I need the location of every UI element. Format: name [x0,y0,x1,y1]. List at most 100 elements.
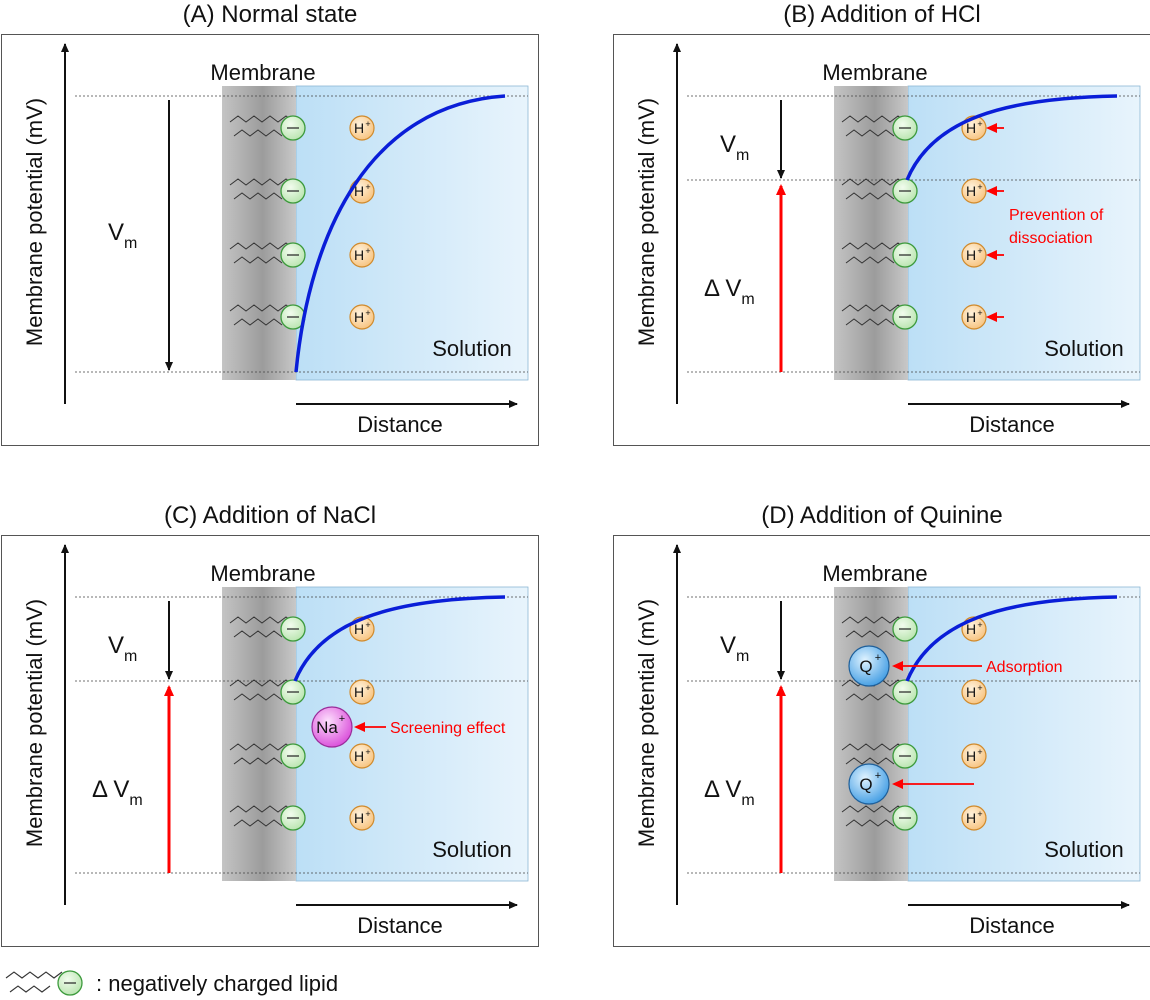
solution-label: Solution [1044,336,1124,361]
negative-lipid-icon [892,115,918,141]
x-axis-label: Distance [357,412,443,437]
lipid-tails [229,178,293,200]
negative-lipid-icon [892,304,918,330]
vm-label: Vm [108,632,137,665]
negative-lipid-icon [280,242,306,268]
x-axis-label: Distance [969,913,1055,938]
svg-text:+: + [875,652,881,664]
membrane-label: Membrane [822,60,927,85]
vm-label: Vm [108,219,137,252]
panel-title: (C) Addition of NaCl [164,502,376,529]
solution-region [295,85,529,381]
delta-vm-label: Δ Vm [92,776,143,809]
svg-text:H: H [966,684,976,700]
negative-lipid-icon [280,616,306,642]
negative-lipid-icon [892,616,918,642]
panel-title: (D) Addition of Quinine [761,502,1002,529]
h-ion-icon: H+ [349,115,375,141]
svg-text:H: H [354,309,364,325]
svg-text:H: H [354,748,364,764]
svg-text:Q: Q [859,657,872,676]
h-ion-icon: H+ [349,304,375,330]
lipid-tails [229,242,293,264]
potential-curve [294,94,506,373]
svg-text:H: H [966,120,976,136]
svg-text:+: + [977,747,982,757]
lipid-tails [841,743,905,765]
h-ion-icon: H+ [961,242,987,268]
solution-label: Solution [432,336,512,361]
negative-lipid-icon [892,242,918,268]
vm-label: Vm [720,131,749,164]
svg-text:+: + [977,308,982,318]
svg-text:Na: Na [316,718,338,737]
lipid-tails [841,178,905,200]
svg-text:H: H [966,309,976,325]
lipid-tails [841,115,905,137]
svg-text:+: + [365,747,370,757]
solution-label: Solution [1044,837,1124,862]
svg-text:+: + [365,809,370,819]
svg-text:+: + [977,620,982,630]
na-ion-icon: Na+ [311,706,353,748]
svg-text:H: H [966,183,976,199]
negative-lipid-icon [892,178,918,204]
svg-text:H: H [354,183,364,199]
membrane-label: Membrane [210,561,315,586]
svg-text:+: + [339,713,345,725]
quinine-ion-icon: Q+ [848,645,890,687]
lipid-tails [841,304,905,326]
svg-text:H: H [966,748,976,764]
membrane-label: Membrane [822,561,927,586]
potential-curve [293,595,506,682]
svg-text:H: H [354,684,364,700]
lipid-tails [841,242,905,264]
svg-text:+: + [875,770,881,782]
vm-label: Vm [720,632,749,665]
svg-text:+: + [977,182,982,192]
svg-text:H: H [354,621,364,637]
svg-text:+: + [365,182,370,192]
annotation-dissociation: dissociation [1009,230,1093,247]
svg-text:+: + [365,308,370,318]
svg-text:H: H [966,810,976,826]
svg-text:+: + [977,683,982,693]
svg-text:+: + [977,809,982,819]
svg-text:+: + [365,246,370,256]
potential-curve [905,595,1118,682]
delta-vm-label: Δ Vm [704,776,755,809]
annotation-adsorption: Adsorption [986,659,1063,676]
h-ion-icon: H+ [961,743,987,769]
svg-text:H: H [354,810,364,826]
negative-lipid-icon [280,743,306,769]
svg-text:+: + [977,246,982,256]
y-axis-label: Membrane potential (mV) [634,98,659,346]
lipid-tails [841,805,905,827]
lipid-tails [229,679,293,701]
svg-text:+: + [365,683,370,693]
h-ion-icon: H+ [349,679,375,705]
lipid-tails [229,616,293,638]
lipid-tails [841,679,905,701]
svg-text:H: H [354,120,364,136]
negative-lipid-icon [280,178,306,204]
h-ion-icon: H+ [349,743,375,769]
h-ion-icon: H+ [349,805,375,831]
membrane-label: Membrane [210,60,315,85]
negative-lipid-icon [892,679,918,705]
lipid-tails [229,743,293,765]
legend-text: : negatively charged lipid [96,971,338,996]
solution-region [907,586,1141,882]
negative-lipid-icon [280,679,306,705]
x-axis-label: Distance [969,412,1055,437]
svg-text:+: + [365,620,370,630]
annotation-screening: Screening effect [390,720,506,737]
negative-lipid-icon [892,805,918,831]
solution-region [907,85,1141,381]
lipid-tails [229,805,293,827]
